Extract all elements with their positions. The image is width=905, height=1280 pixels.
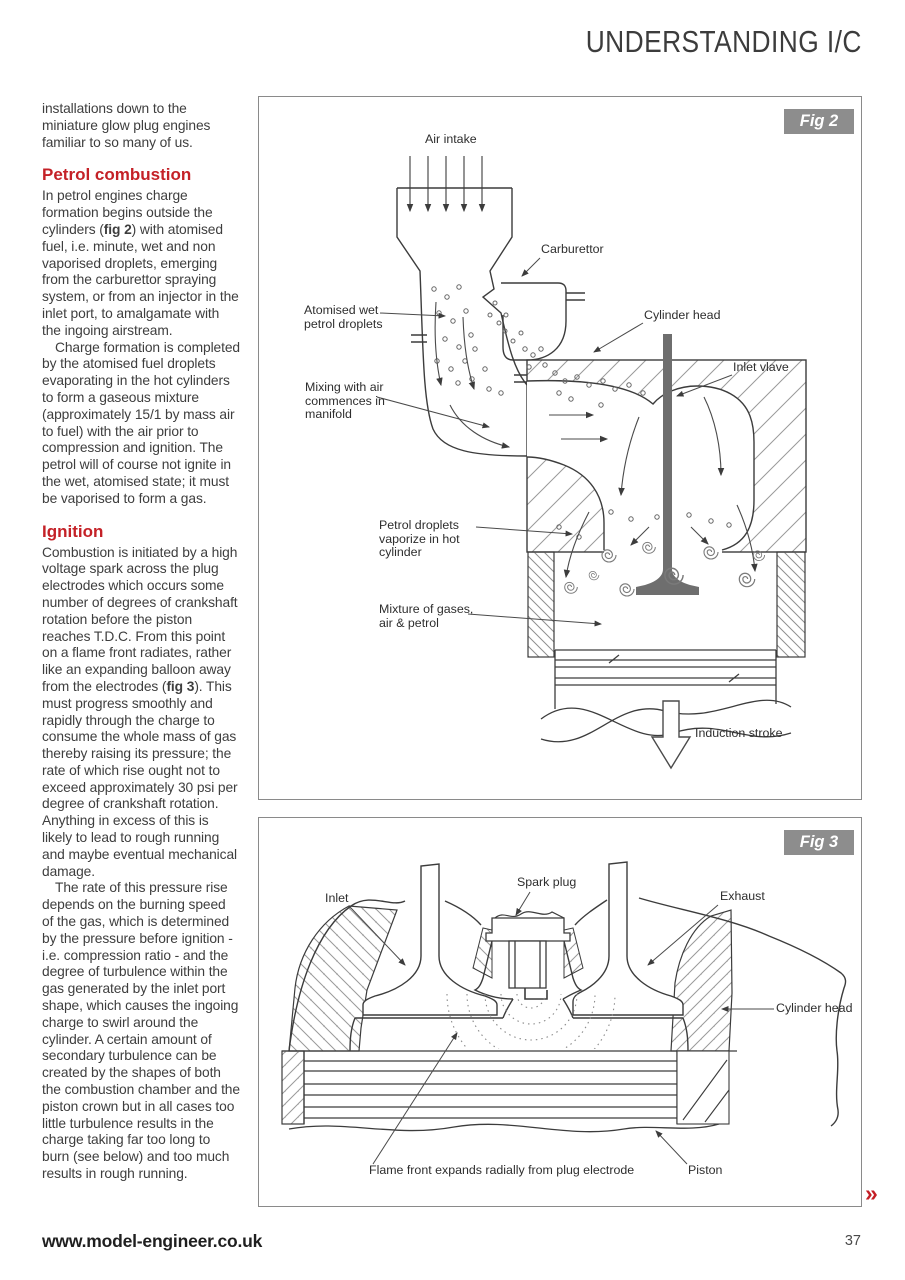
label-gas-mixture: Mixture of gases, air & petrol [379, 602, 474, 630]
spark-plug [485, 911, 571, 1000]
flame-front-arcs [446, 993, 616, 1049]
label-flame-front: Flame front expands radially from plug e… [369, 1163, 635, 1177]
section-heading-ignition: Ignition [42, 521, 104, 541]
article-intro-paragraph: installations down to the miniature glow… [42, 101, 211, 150]
label-inlet-valve: Inlet vlave [733, 360, 789, 374]
label-atomised-droplets: Atomised wet petrol droplets [304, 303, 383, 331]
piston [282, 1050, 737, 1133]
inlet-valve [636, 334, 699, 595]
label-mixing-manifold: Mixing with air commences in manifold [305, 380, 385, 422]
label-petrol-vaporize: Petrol droplets vaporize in hot cylinder [379, 518, 460, 560]
label-exhaust: Exhaust [720, 889, 765, 903]
figure-3-badge: Fig 3 [784, 830, 854, 855]
fig2-diagram [376, 156, 807, 770]
induction-stroke-arrow [650, 700, 692, 770]
article-paragraph: Combustion is initiated by a high voltag… [42, 544, 238, 879]
section-heading-petrol-combustion: Petrol combustion [42, 165, 192, 185]
label-cylinder-head: Cylinder head [776, 1001, 853, 1015]
label-piston: Piston [688, 1163, 723, 1177]
footer-website: www.model-engineer.co.uk [42, 1231, 263, 1251]
figure-2-box: Fig 2 Air intake Carburettor Atomised we… [258, 96, 862, 800]
footer-page-number: 37 [844, 1233, 861, 1249]
article-column: installations down to the miniature glow… [42, 101, 240, 1183]
exhaust-valve [572, 861, 684, 1016]
article-paragraph: In petrol engines charge formation begin… [42, 188, 239, 338]
label-air-intake: Air intake [425, 132, 477, 146]
figure-3-box: Fig 3 Spark plug Inlet Exhaust Cylinder … [258, 817, 862, 1207]
label-carburettor: Carburettor [541, 242, 604, 256]
fig3-diagram [281, 861, 847, 1165]
label-spark-plug: Spark plug [517, 875, 577, 889]
inlet-valve [362, 863, 498, 1016]
article-paragraph: The rate of this pressure rise depends o… [42, 880, 240, 1182]
label-induction-stroke: Induction stroke [695, 726, 783, 740]
label-cylinder-head: Cylinder head [644, 308, 721, 322]
page-title: UNDERSTANDING I/C [585, 24, 862, 59]
continued-indicator-icon: » [865, 1180, 878, 1206]
figure-2-badge: Fig 2 [784, 109, 854, 134]
article-paragraph: Charge formation is completed by the ato… [42, 339, 240, 506]
label-inlet: Inlet [325, 891, 349, 905]
